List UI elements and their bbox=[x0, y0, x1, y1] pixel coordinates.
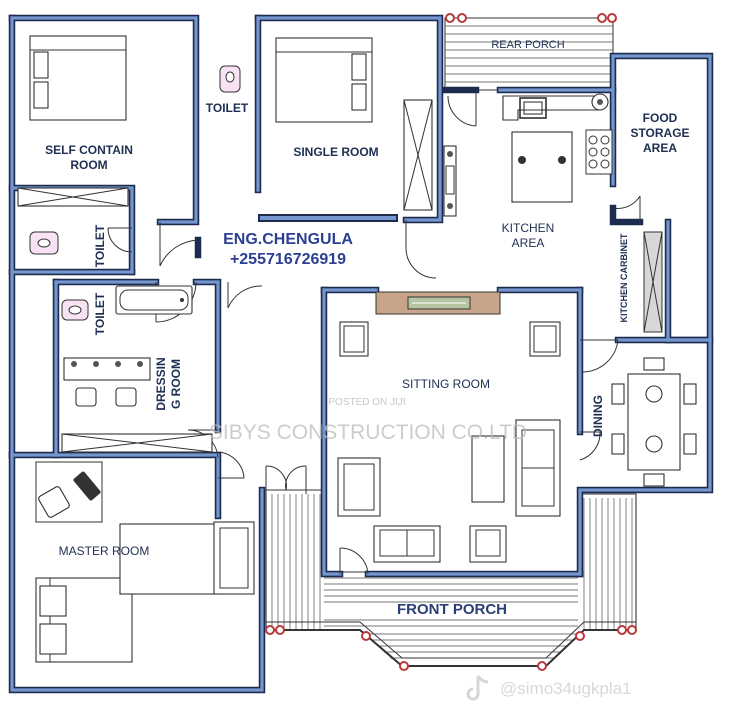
tiktok-handle: @simo34ugkpla1 bbox=[500, 679, 632, 698]
dressing-label-2: G ROOM bbox=[169, 359, 183, 409]
food-storage-label-3: AREA bbox=[643, 141, 677, 155]
rear-porch-deck bbox=[444, 17, 614, 91]
toilet-icon bbox=[219, 65, 241, 93]
single-room-label: SINGLE ROOM bbox=[293, 145, 378, 159]
sink-icon bbox=[591, 93, 609, 111]
master-room-label: MASTER ROOM bbox=[59, 544, 150, 558]
food-storage-label-2: STORAGE bbox=[630, 126, 689, 140]
coffee-table bbox=[471, 435, 505, 503]
company-watermark: SIBYS CONSTRUCTION CO.LTD bbox=[209, 421, 527, 444]
dressing-table bbox=[63, 357, 151, 407]
bed-icon bbox=[29, 35, 127, 121]
kitchen-counter bbox=[502, 95, 599, 121]
toilet-icon bbox=[61, 299, 89, 321]
toilet-top-label: TOILET bbox=[206, 101, 249, 115]
bed-icon bbox=[275, 37, 373, 123]
desk bbox=[35, 461, 103, 523]
bed-icon bbox=[35, 523, 217, 663]
toilet-icon bbox=[29, 231, 59, 255]
walls bbox=[8, 14, 714, 694]
stove-icon bbox=[585, 129, 613, 175]
kitchen-cabinet-label: KITCHEN CARBINET bbox=[619, 233, 629, 323]
engineer-phone: +255716726919 bbox=[230, 251, 346, 268]
rear-porch-label: REAR PORCH bbox=[491, 39, 564, 51]
doors bbox=[107, 90, 641, 575]
kitchen-label-2: AREA bbox=[512, 236, 545, 250]
kitchen-island bbox=[511, 131, 573, 203]
tiktok-icon bbox=[466, 675, 489, 701]
food-storage-label-1: FOOD bbox=[643, 111, 678, 125]
sofa-icon bbox=[213, 321, 561, 595]
dressing-label-1: DRESSIN bbox=[154, 357, 168, 410]
sitting-room-label: SITTING ROOM bbox=[402, 377, 490, 391]
self-contain-label-2: ROOM bbox=[70, 158, 107, 172]
porch-posts bbox=[265, 13, 637, 671]
front-porch-label: FRONT PORCH bbox=[397, 601, 507, 618]
bathtub-icon bbox=[115, 285, 193, 315]
dining-label: DINING bbox=[591, 395, 605, 437]
toilet-left-label: TOILET bbox=[93, 224, 107, 267]
self-contain-label-1: SELF CONTAIN bbox=[45, 143, 133, 157]
dining-table bbox=[611, 357, 697, 487]
posted-watermark: POSTED ON JIJI bbox=[328, 397, 405, 408]
kitchen-label-1: KITCHEN bbox=[502, 221, 555, 235]
kitchen-shelf bbox=[443, 145, 457, 217]
front-porch-deck bbox=[265, 489, 637, 667]
wardrobes bbox=[17, 99, 663, 453]
tv-unit-icon bbox=[375, 291, 501, 315]
toilet-mid-label: TOILET bbox=[93, 292, 107, 335]
engineer-name: ENG.CHENGULA bbox=[223, 231, 353, 248]
